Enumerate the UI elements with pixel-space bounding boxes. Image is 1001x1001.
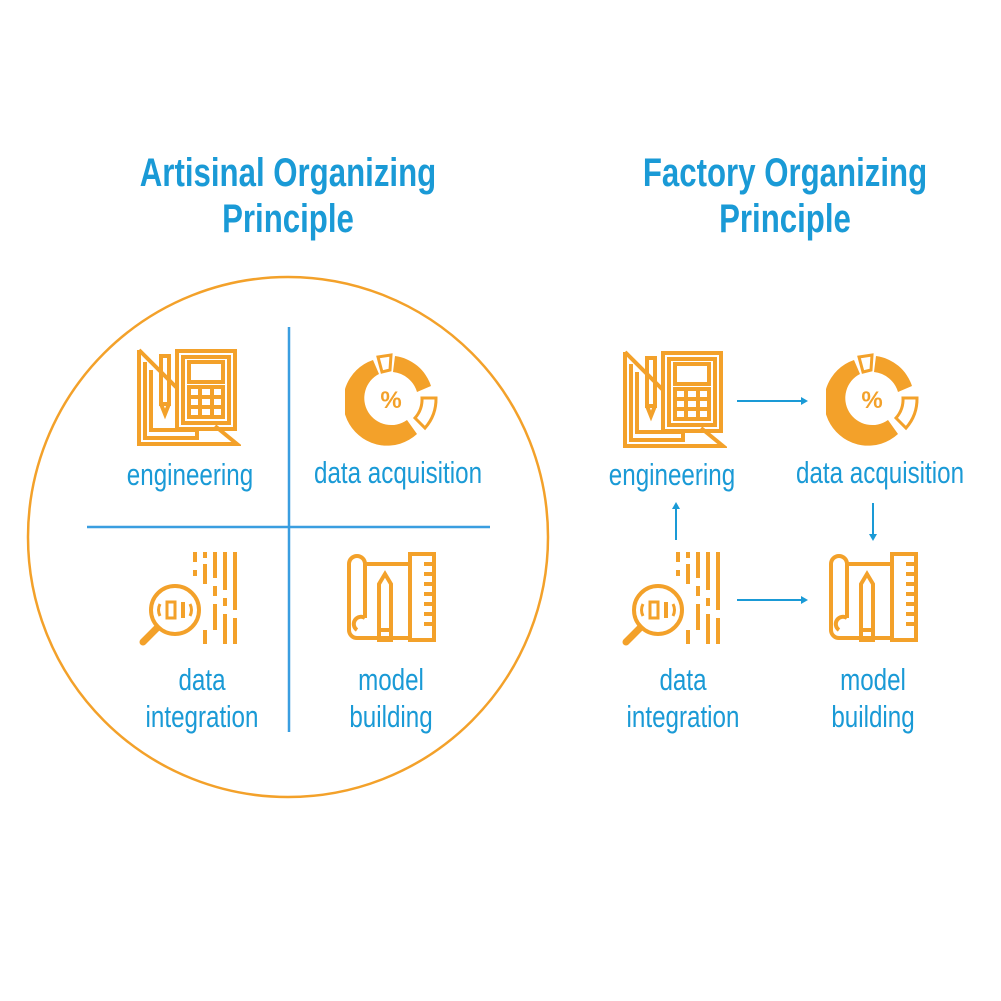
factory-arrow-acquisition-to-model <box>869 503 877 541</box>
engineering-calculator-icon <box>623 350 727 448</box>
factory-arrow-engineering-to-acquisition <box>737 397 808 405</box>
svg-text:%: % <box>861 387 882 414</box>
factory-label-data-integration: data integration <box>626 662 740 734</box>
percent-donut-chart-icon: % <box>826 353 919 446</box>
artisinal-title-line1: Artisinal Organizing <box>139 151 437 195</box>
factory-label-data-acquisition: data acquisition <box>796 455 965 490</box>
factory-label-model-building: model building <box>831 662 915 734</box>
blueprint-pencil-ruler-icon <box>829 552 918 642</box>
factory-arrow-integration-to-model <box>737 596 808 604</box>
artisinal-label-engineering: engineering <box>126 457 254 492</box>
artisinal-title: Artisinal Organizing Principle <box>88 150 488 242</box>
factory-title-line1: Factory Organizing <box>642 151 928 195</box>
svg-text:%: % <box>380 387 401 414</box>
factory-arrow-integration-to-engineering <box>672 502 680 540</box>
artisinal-label-model-building: model building <box>349 662 433 734</box>
engineering-calculator-icon <box>137 348 241 446</box>
artisinal-label-data-integration: data integration <box>145 662 259 734</box>
artisinal-label-data-acquisition: data acquisition <box>314 455 483 490</box>
factory-label-engineering: engineering <box>608 457 736 492</box>
artisinal-title-line2: Principle <box>222 197 354 241</box>
factory-title: Factory Organizing Principle <box>585 150 985 242</box>
magnifier-binary-data-icon <box>622 552 720 646</box>
percent-donut-chart-icon: % <box>345 353 438 446</box>
factory-title-line2: Principle <box>719 197 851 241</box>
blueprint-pencil-ruler-icon <box>347 552 436 642</box>
magnifier-binary-data-icon <box>139 552 237 646</box>
artisinal-enclosing-circle <box>26 275 550 799</box>
